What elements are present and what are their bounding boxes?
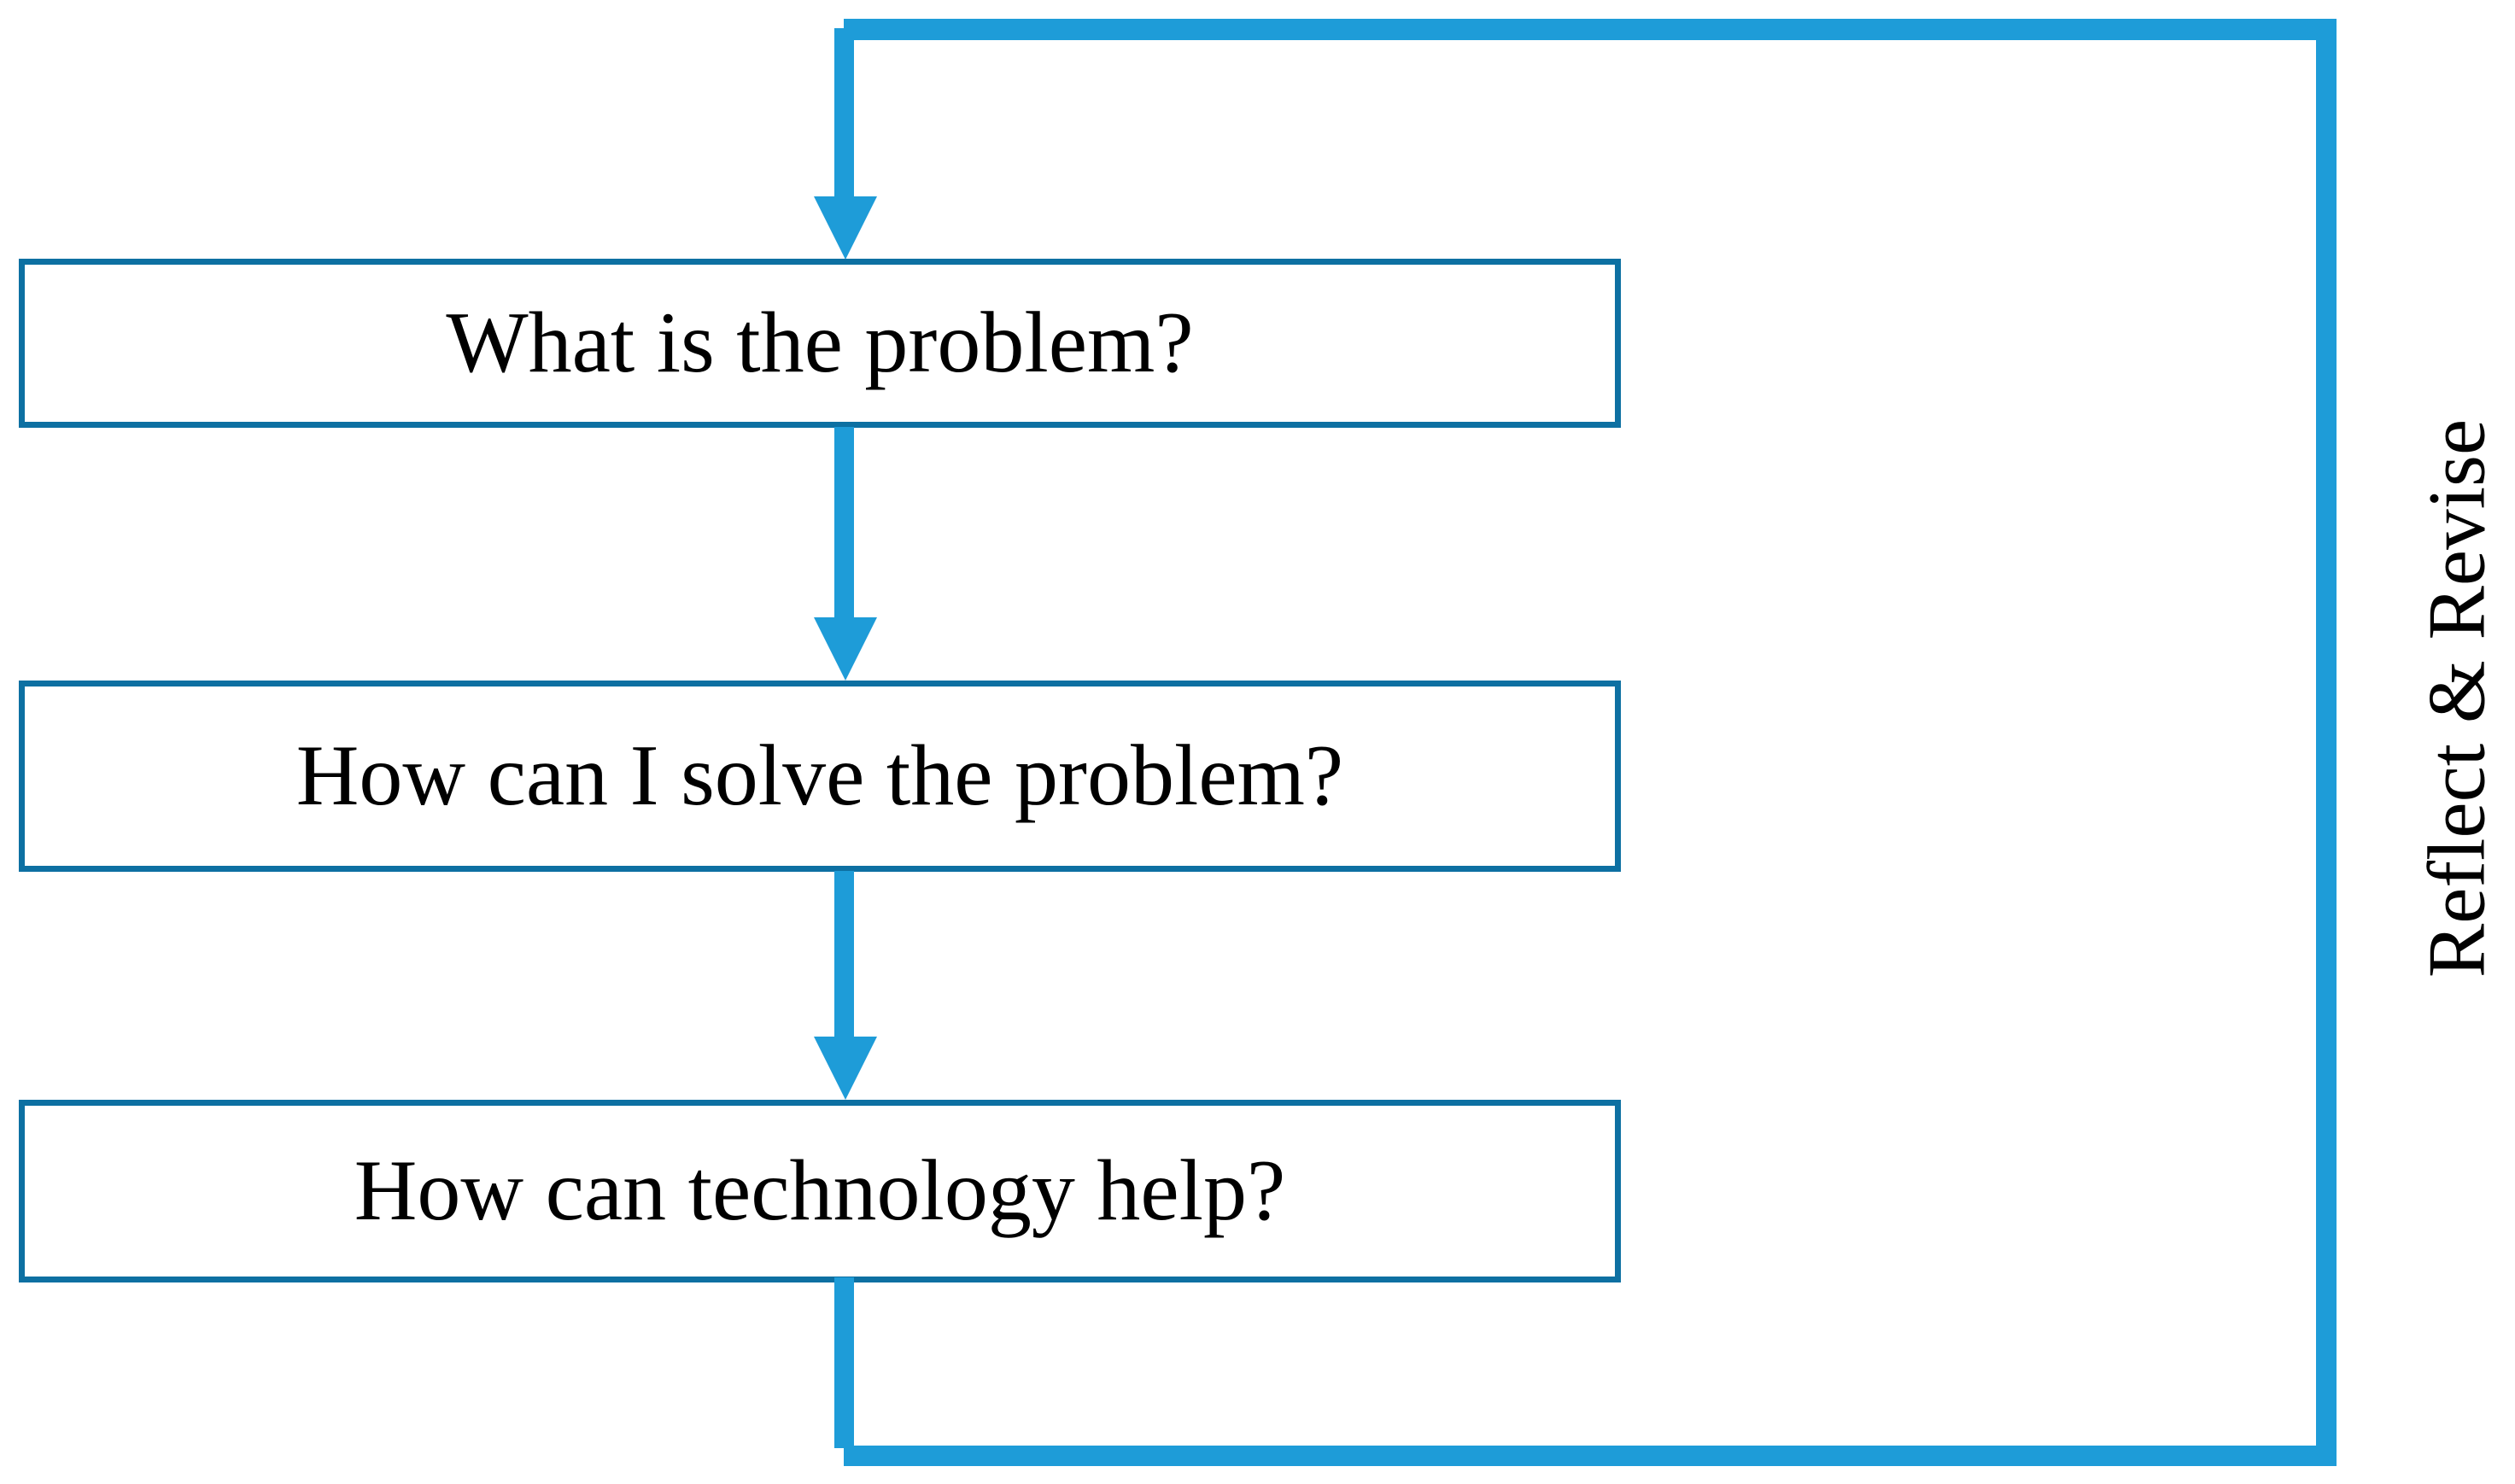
down-arrowhead-icon-1: [814, 196, 877, 260]
flow-box-how-can-i-solve: How can I solve the problem?: [19, 681, 1621, 872]
arrow-shaft-to-box3: [834, 871, 854, 1038]
down-arrowhead-icon-3: [814, 1037, 877, 1100]
box-label-3: How can technology help?: [354, 1142, 1286, 1239]
loop-line-right: [2316, 19, 2337, 1466]
box-label-1: What is the problem?: [446, 295, 1194, 391]
flow-box-what-is-the-problem: What is the problem?: [19, 259, 1621, 428]
loop-line-top: [844, 19, 2337, 40]
arrow-shaft-to-box2: [834, 427, 854, 618]
loop-connector-from-box3: [834, 1277, 854, 1448]
arrow-shaft-to-box1: [834, 28, 854, 197]
down-arrowhead-icon-2: [814, 617, 877, 681]
flow-box-how-can-technology-help: How can technology help?: [19, 1100, 1621, 1282]
box-label-2: How can I solve the problem?: [295, 727, 1344, 824]
loop-label: Reflect & Revise: [2411, 418, 2502, 979]
loop-line-bottom: [844, 1446, 2337, 1466]
